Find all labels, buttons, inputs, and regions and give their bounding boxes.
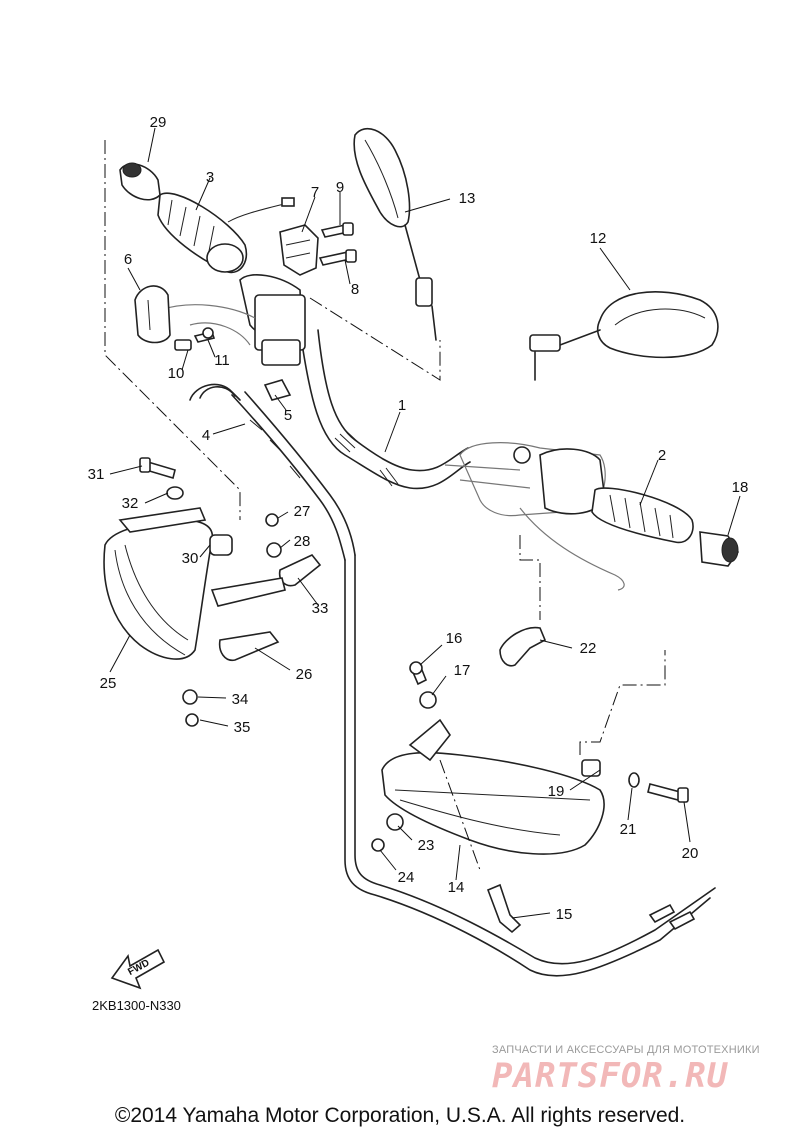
part-label-12: 12 [590,230,607,247]
part-label-18: 18 [732,479,749,496]
part-label-23: 23 [418,837,435,854]
part-label-4: 4 [202,427,210,444]
part-label-21: 21 [620,821,637,838]
part-label-26: 26 [296,666,313,683]
long-cables [344,554,716,977]
bracket-33 [210,554,322,607]
part-label-32: 32 [122,495,139,512]
cable-guide-part [134,285,171,344]
part-label-10: 10 [168,365,185,382]
part-label-29: 29 [150,114,167,131]
collar-bolt-washer-19-20-21 [581,759,689,803]
part-label-7: 7 [311,184,319,201]
part-label-3: 3 [206,169,214,186]
part-label-14: 14 [448,879,465,896]
watermark-logo: PARTSFOR.RU [492,1056,729,1096]
right-grip-part [591,487,694,544]
part-label-16: 16 [446,630,463,647]
part-label-1: 1 [398,397,406,414]
reference-lines [104,140,666,871]
part-label-22: 22 [580,640,597,657]
collar-bolt-washer-30-31-32 [139,457,233,556]
right-knuckle-visor-part [381,718,605,855]
part-label-17: 17 [454,662,471,679]
part-label-6: 6 [124,251,132,268]
part-label-25: 25 [100,675,117,692]
part-label-15: 15 [556,906,573,923]
holder-part [279,224,319,276]
bracket-26 [218,631,280,662]
watermark-tagline: ЗАПЧАСТИ И АКСЕССУАРЫ ДЛЯ МОТОТЕХНИКИ [492,1044,760,1056]
part-label-28: 28 [294,533,311,550]
part-label-8: 8 [351,281,359,298]
screw-damper-27-28 [265,513,282,558]
diagram-code: 2KB1300-N330 [92,998,181,1013]
copyright-notice: ©2014 Yamaha Motor Corporation, U.S.A. A… [114,1104,686,1127]
damper-screw-23-24 [371,813,404,852]
part-label-27: 27 [294,503,311,520]
throttle-cable-part [189,379,356,561]
left-mirror-part [353,127,437,341]
leader-lines [109,127,741,919]
part-label-13: 13 [459,190,476,207]
fwd-direction-icon: FWD [110,948,166,990]
left-bar-end-part [119,162,161,201]
part-label-34: 34 [232,691,249,708]
clamp-screw-10-11 [174,327,216,351]
part-label-30: 30 [182,550,199,567]
part-label-31: 31 [88,466,105,483]
part-label-24: 24 [398,869,415,886]
right-bar-end-part [699,531,739,567]
bracket-22 [499,626,547,667]
part-number-labels: 29 3 7 9 13 12 6 8 11 10 1 5 4 2 31 18 3… [88,114,749,923]
part-label-5: 5 [284,407,292,424]
left-grip-part [157,192,295,274]
right-mirror-part [529,291,719,381]
bracket-15 [486,883,522,934]
part-label-2: 2 [658,447,666,464]
part-label-35: 35 [234,719,251,736]
part-label-9: 9 [336,179,344,196]
part-label-19: 19 [548,783,565,800]
part-label-20: 20 [682,845,699,862]
left-knuckle-visor-part [103,507,214,660]
part-label-33: 33 [312,600,329,617]
handlebar-part [159,274,471,490]
bolts-8-9 [318,222,357,266]
right-switch-housing [444,442,625,591]
part-label-11: 11 [214,352,230,369]
screw-collar-16-17 [409,661,437,709]
damper-screw-34-35 [182,689,199,727]
